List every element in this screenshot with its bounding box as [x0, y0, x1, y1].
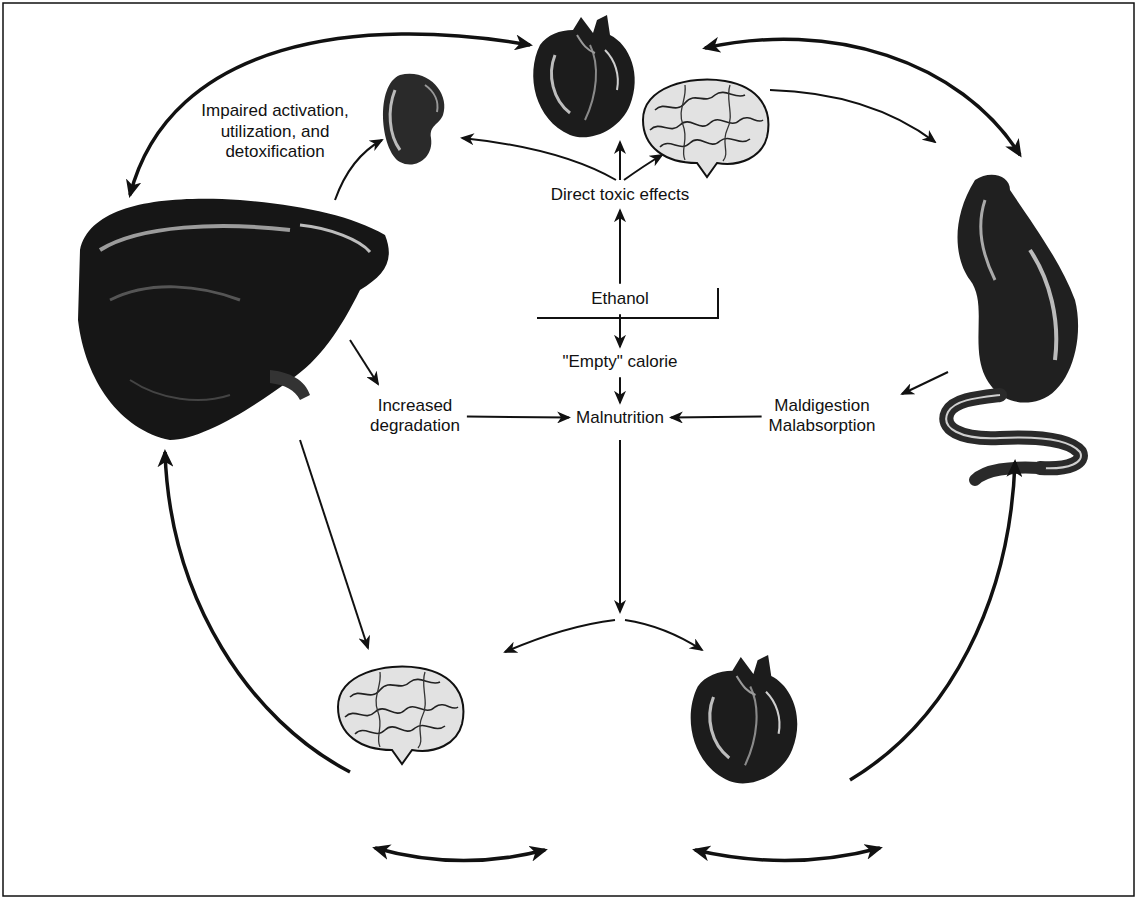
flow-text-node: Direct toxic effects	[547, 183, 694, 207]
flow-text-node: Ethanol	[587, 287, 653, 311]
node-text: "Empty" calorie	[562, 352, 677, 372]
node-text: Increased degradation	[370, 396, 460, 437]
flow-text-node: Malnutrition	[572, 406, 668, 430]
flow-arrow	[619, 314, 621, 347]
flow-text-node: Maldigestion Malabsorption	[765, 394, 880, 439]
node-text: Ethanol	[591, 289, 649, 309]
flow-arrow	[671, 416, 762, 419]
flow-arrow	[467, 417, 569, 418]
flow-text-node: "Empty" calorie	[558, 350, 681, 374]
flow-arrow	[619, 210, 621, 284]
flow-text-node: Increased degradation	[366, 394, 464, 439]
flow-arrow	[619, 377, 621, 403]
node-text: Malnutrition	[576, 408, 664, 428]
annotation-label: Impaired activation, utilization, and de…	[195, 101, 355, 162]
node-text: Direct toxic effects	[551, 185, 690, 205]
node-text: Maldigestion Malabsorption	[769, 396, 876, 437]
